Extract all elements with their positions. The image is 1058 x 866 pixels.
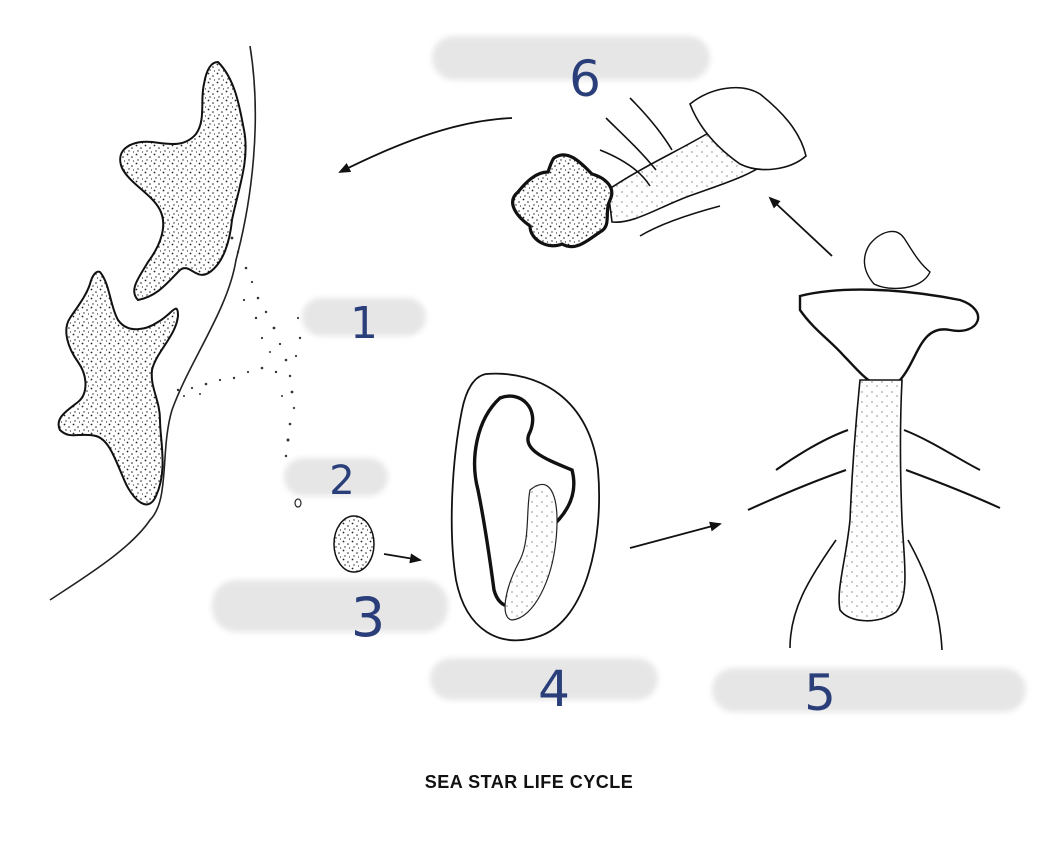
label-box-3: 3	[212, 580, 448, 649]
label-box-4: 4	[430, 658, 658, 718]
label-5: 5	[804, 664, 836, 722]
label-4: 4	[538, 660, 570, 718]
juvenile-illustration	[338, 86, 807, 249]
label-3: 3	[351, 586, 385, 649]
label-box-5: 5	[712, 664, 1026, 722]
adult-sea-stars-illustration	[49, 45, 302, 601]
label-box-6: 6	[432, 36, 710, 108]
zygote-illustration	[333, 515, 422, 573]
diagram-title: SEA STAR LIFE CYCLE	[424, 772, 634, 792]
label-box-1: 1	[302, 298, 426, 349]
label-2: 2	[329, 458, 354, 504]
label-1: 1	[350, 298, 378, 349]
label-6: 6	[569, 50, 601, 108]
larva-illustration	[450, 372, 722, 642]
brachiolaria-illustration	[747, 196, 1001, 651]
label-box-2: 2	[284, 458, 388, 504]
